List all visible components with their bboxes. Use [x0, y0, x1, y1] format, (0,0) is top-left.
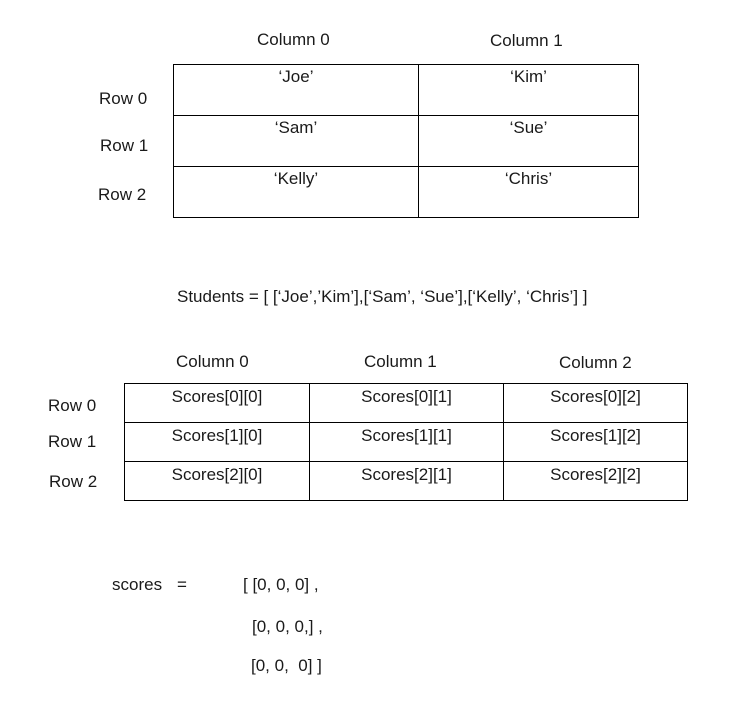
- scores-cell: Scores[0][2]: [503, 383, 688, 423]
- scores-code-line-1: [0, 0, 0,] ,: [252, 617, 323, 636]
- table-row: Scores[1][0] Scores[1][1] Scores[1][2]: [124, 422, 688, 462]
- students-column-header-0: Column 0: [257, 30, 330, 49]
- students-row-header-0: Row 0: [99, 89, 148, 108]
- scores-cell: Scores[0][0]: [124, 383, 310, 423]
- scores-cell: Scores[1][0]: [124, 422, 310, 462]
- scores-cell: Scores[2][0]: [124, 461, 310, 501]
- students-cell: ‘Joe’: [173, 64, 419, 116]
- scores-row-header-1: Row 1: [48, 432, 97, 451]
- students-row-header-1: Row 1: [100, 136, 149, 155]
- students-column-header-1: Column 1: [490, 31, 563, 50]
- students-cell: ‘Sam’: [173, 115, 419, 167]
- scores-code-equals: =: [177, 575, 187, 594]
- scores-row-header-0: Row 0: [48, 396, 97, 415]
- students-code: Students = [ [‘Joe’,’Kim’],[‘Sam’, ‘Sue’…: [177, 287, 588, 306]
- scores-column-header-1: Column 1: [364, 352, 437, 371]
- table-row: ‘Sam’ ‘Sue’: [173, 115, 639, 167]
- students-cell: ‘Kim’: [418, 64, 639, 116]
- table-row: ‘Joe’ ‘Kim’: [173, 64, 639, 116]
- students-cell: ‘Kelly’: [173, 166, 419, 218]
- table-row: Scores[0][0] Scores[0][1] Scores[0][2]: [124, 383, 688, 423]
- students-row-header-2: Row 2: [98, 185, 147, 204]
- scores-column-header-0: Column 0: [176, 352, 249, 371]
- scores-cell: Scores[0][1]: [309, 383, 504, 423]
- students-grid: ‘Joe’ ‘Kim’ ‘Sam’ ‘Sue’ ‘Kelly’ ‘Chris’: [173, 64, 639, 218]
- students-cell: ‘Chris’: [418, 166, 639, 218]
- scores-code-line-0: [ [0, 0, 0] ,: [243, 575, 319, 594]
- scores-cell: Scores[1][2]: [503, 422, 688, 462]
- table-row: Scores[2][0] Scores[2][1] Scores[2][2]: [124, 461, 688, 501]
- scores-column-header-2: Column 2: [559, 353, 632, 372]
- scores-cell: Scores[2][1]: [309, 461, 504, 501]
- scores-code-name: scores: [112, 575, 163, 594]
- scores-grid: Scores[0][0] Scores[0][1] Scores[0][2] S…: [124, 383, 688, 501]
- students-cell: ‘Sue’: [418, 115, 639, 167]
- scores-cell: Scores[2][2]: [503, 461, 688, 501]
- scores-cell: Scores[1][1]: [309, 422, 504, 462]
- scores-code-line-2: [0, 0, 0] ]: [251, 656, 322, 675]
- table-row: ‘Kelly’ ‘Chris’: [173, 166, 639, 218]
- scores-row-header-2: Row 2: [49, 472, 98, 491]
